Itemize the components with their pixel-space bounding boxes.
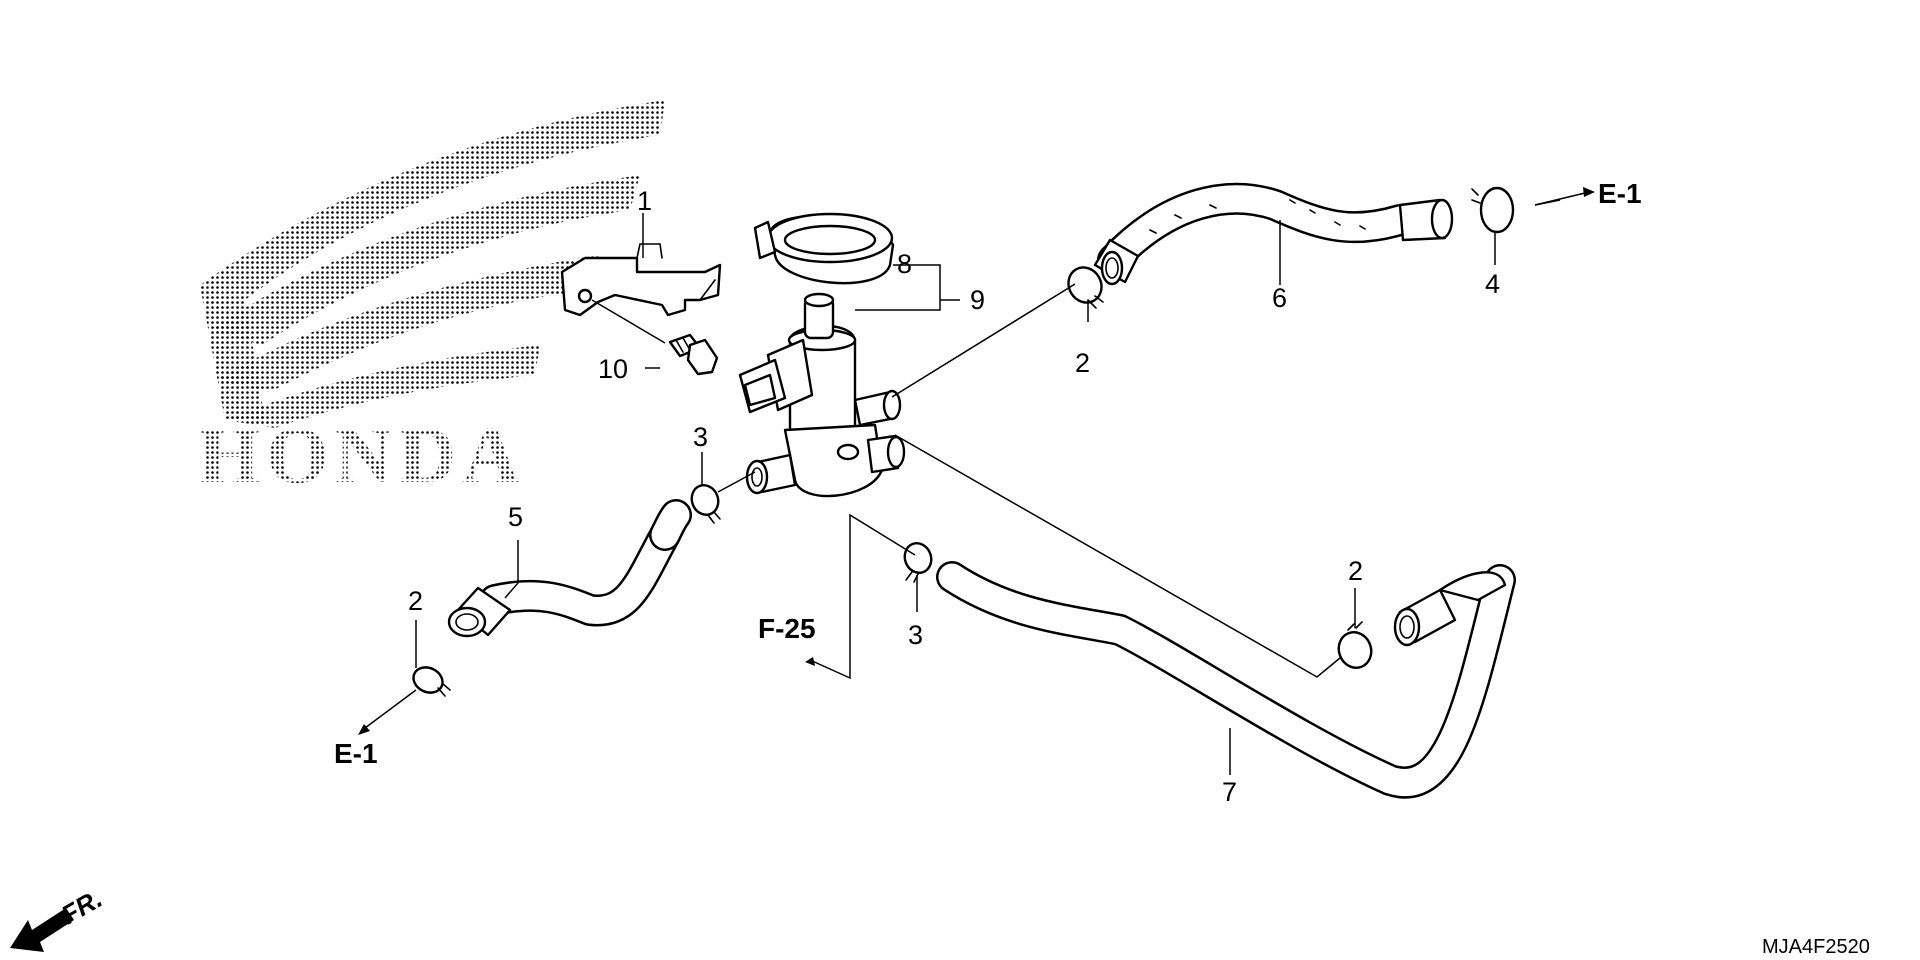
- front-direction-indicator: FR.: [10, 883, 107, 952]
- fr-arrow-icon: [10, 908, 74, 952]
- clamp-part-3-center[interactable]: [901, 539, 936, 583]
- callout-3-center: 3: [908, 620, 923, 650]
- callout-7: 7: [1222, 777, 1237, 807]
- hose-part-6[interactable]: [1093, 182, 1454, 286]
- hose-part-7[interactable]: [936, 561, 1516, 799]
- ref-e1-left[interactable]: E-1: [334, 738, 378, 769]
- callout-3-left: 3: [693, 422, 708, 452]
- clamp-part-2-upper[interactable]: [1062, 261, 1108, 309]
- arrow-left-icon: [805, 657, 815, 666]
- arrow-down-left-icon: [358, 724, 370, 735]
- callout-2-left: 2: [408, 586, 423, 616]
- hose-part-5[interactable]: [447, 499, 692, 638]
- clamp-part-4[interactable]: [1471, 186, 1515, 234]
- callout-1: 1: [637, 186, 652, 216]
- ref-f25[interactable]: F-25: [758, 613, 816, 644]
- callout-2-upper: 2: [1075, 348, 1090, 378]
- clamp-part-2-right[interactable]: [1334, 621, 1376, 672]
- diagram-code: MJA4F2520: [1762, 936, 1870, 958]
- honda-wing-logo: [200, 100, 665, 428]
- callout-6: 6: [1272, 283, 1287, 313]
- arrow-icons: [358, 187, 1595, 735]
- bracket-part-1[interactable]: [560, 243, 722, 317]
- callout-10: 10: [598, 354, 628, 384]
- ref-e1-right[interactable]: E-1: [1598, 178, 1642, 209]
- holder-ring-part-8[interactable]: [753, 212, 895, 285]
- control-valve-part-9[interactable]: [738, 292, 906, 498]
- leader-lines: [364, 192, 1586, 775]
- clamp-part-2-left[interactable]: [409, 663, 451, 697]
- clamp-part-3-left[interactable]: [688, 481, 723, 524]
- callout-8: 8: [897, 249, 912, 279]
- callout-4: 4: [1485, 269, 1500, 299]
- callout-5: 5: [508, 502, 523, 532]
- honda-watermark-text: HONDA: [198, 412, 526, 500]
- bolt-part-10[interactable]: [668, 333, 719, 376]
- callout-9: 9: [970, 285, 985, 315]
- arrow-right-icon: [1583, 187, 1595, 197]
- callout-2-right: 2: [1348, 556, 1363, 586]
